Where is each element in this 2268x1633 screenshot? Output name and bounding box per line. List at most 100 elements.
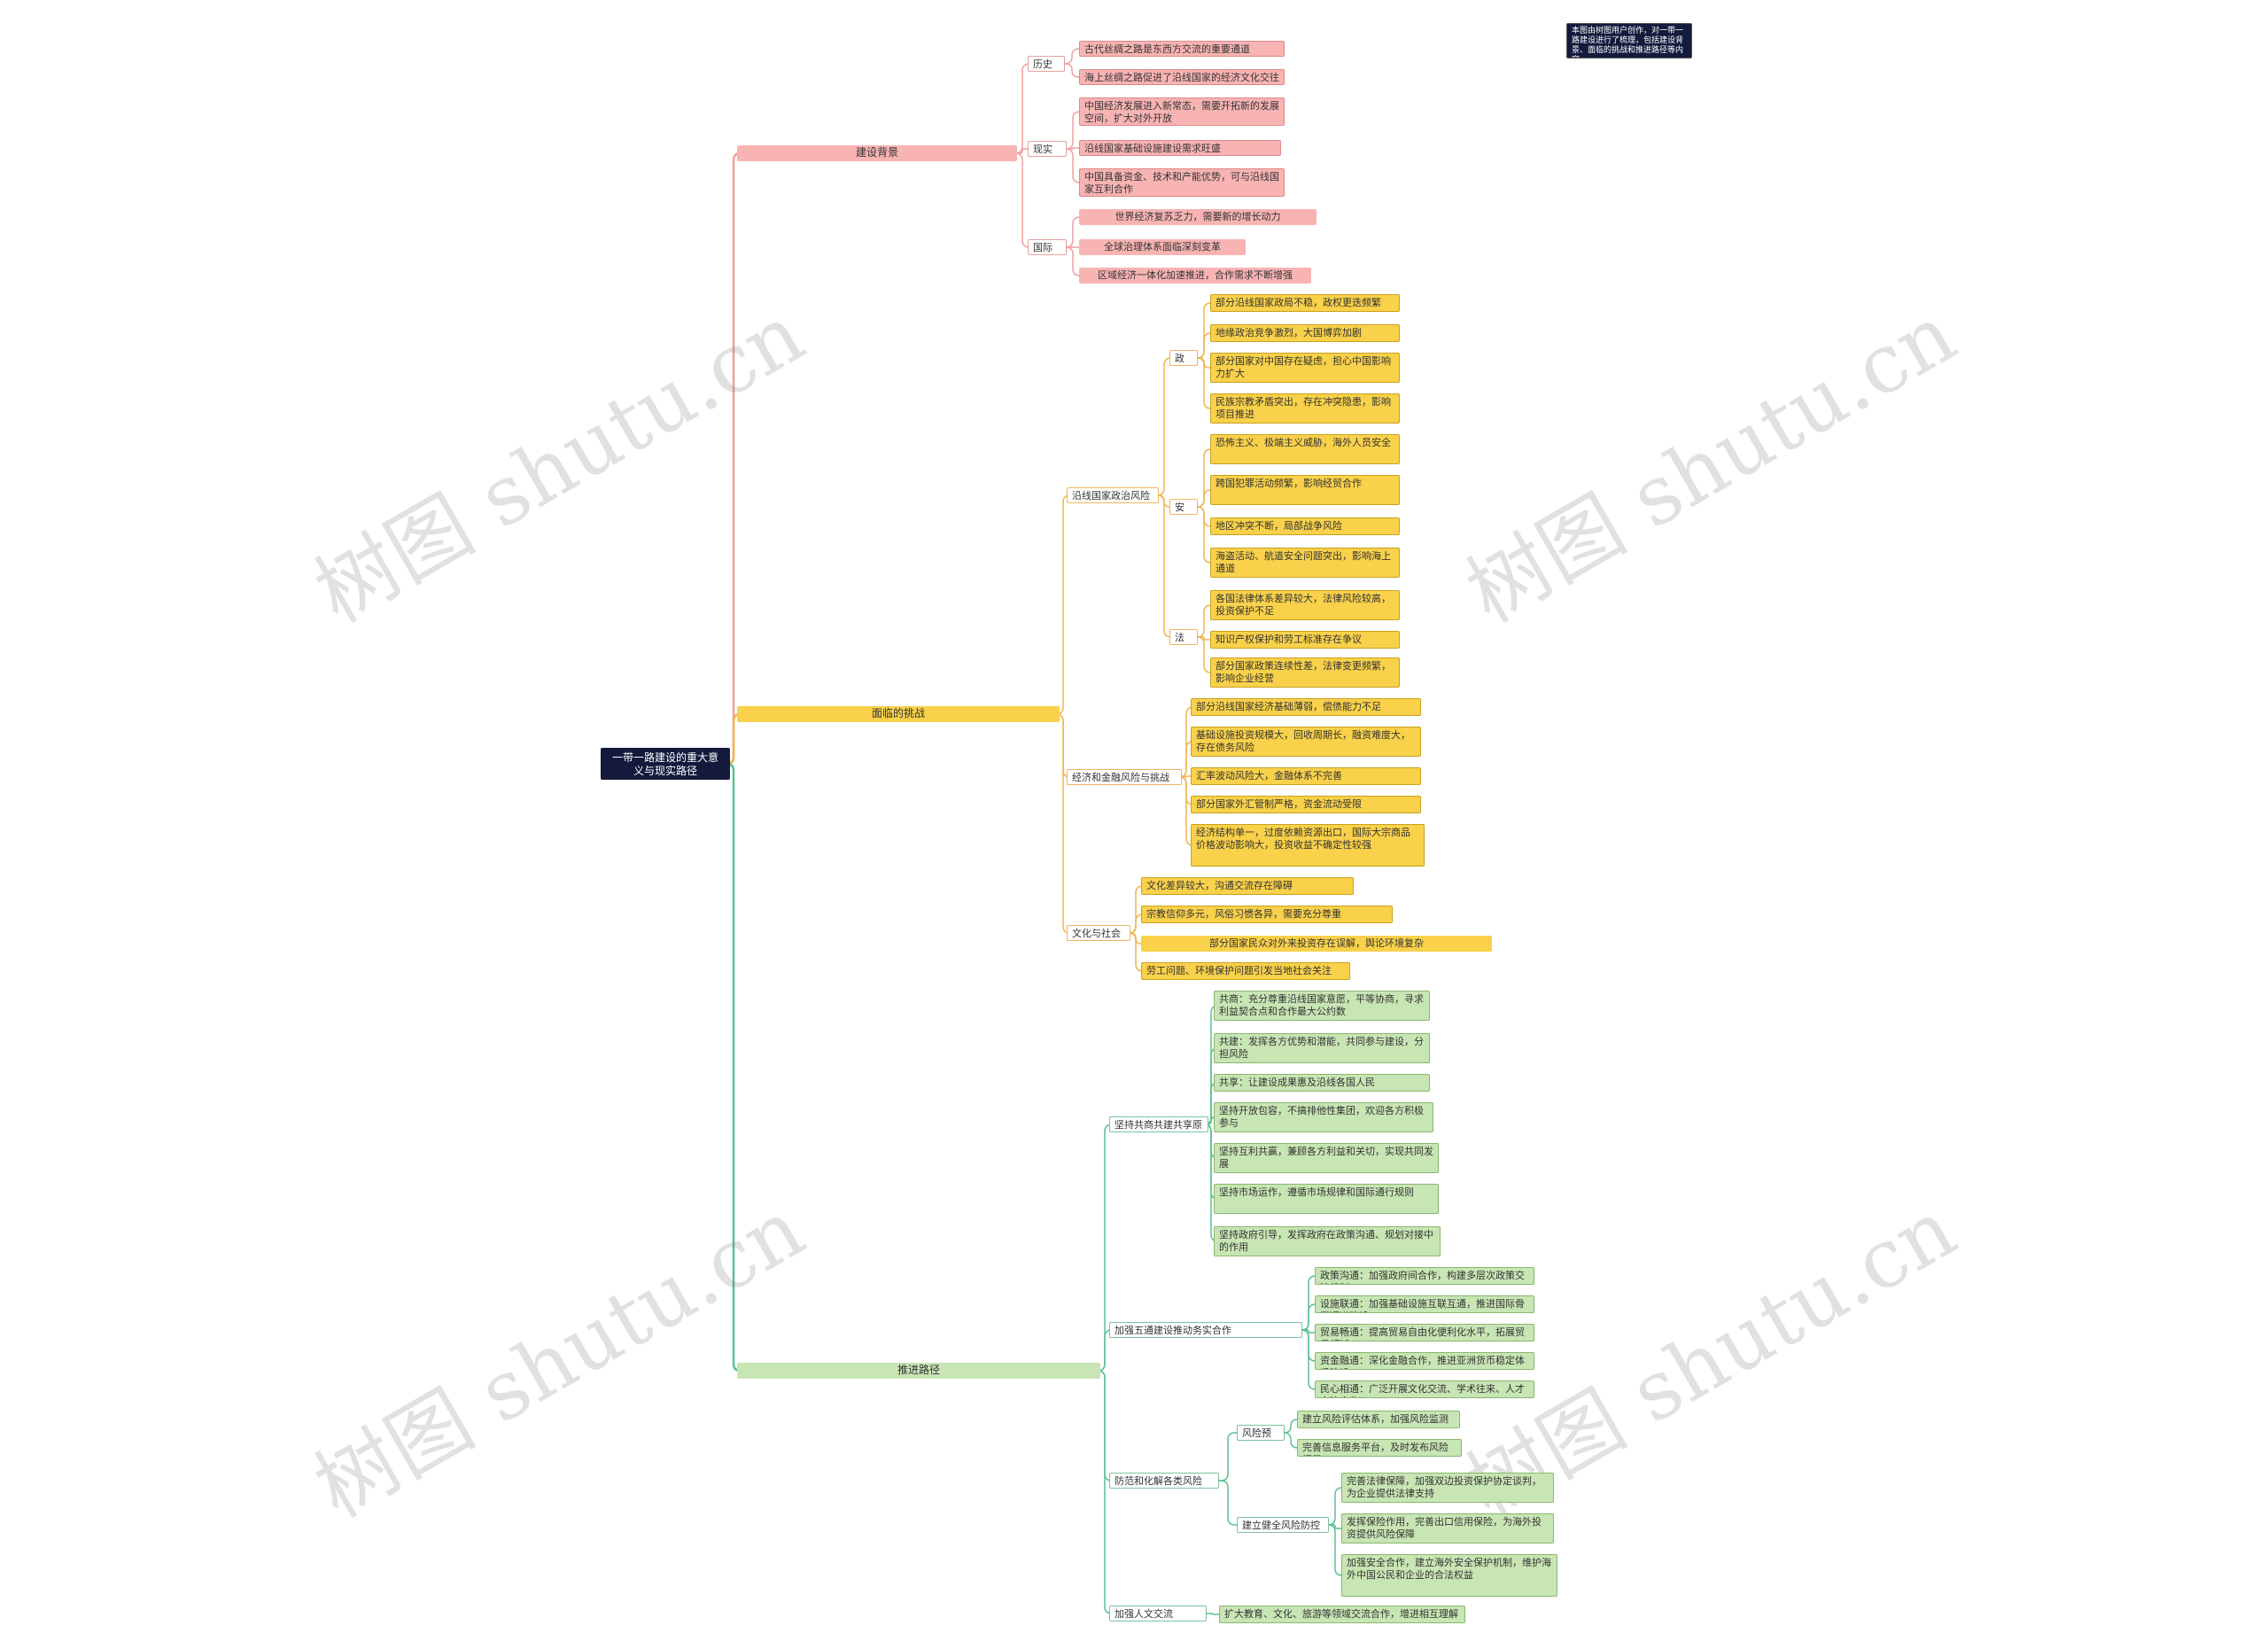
leaf-pa-17[interactable]: 加强安全合作，建立海外安全保护机制，维护海外中国公民和企业的合法权益 xyxy=(1341,1554,1557,1597)
connector-line xyxy=(1196,357,1212,409)
connector-line xyxy=(1284,1419,1298,1434)
leaf-ch-8[interactable]: 海盗活动、航道安全问题突出，影响海上通道 xyxy=(1210,548,1400,578)
leaf-pa-5[interactable]: 坚持互利共赢，兼顾各方利益和关切，实现共同发展 xyxy=(1214,1143,1439,1173)
leaf-pa-12[interactable]: 民心相通：广泛开展文化交流、学术往来、人才交流合作 xyxy=(1315,1380,1534,1398)
leaf-ch-7[interactable]: 地区冲突不断，局部战争风险 xyxy=(1210,517,1400,535)
connector-line xyxy=(1301,1303,1317,1331)
leaf-ch-9[interactable]: 各国法律体系差异较大，法律风险较高，投资保护不足 xyxy=(1210,590,1400,620)
connector-line xyxy=(1283,1432,1299,1449)
root-node[interactable]: 一带一路建设的重大意义与现实路径 xyxy=(601,748,730,780)
leaf-pa-4[interactable]: 坚持开放包容，不搞排他性集团，欢迎各方积极参与 xyxy=(1214,1102,1433,1132)
connector-line xyxy=(1017,148,1028,154)
branch-background[interactable]: 建设背景 xyxy=(737,145,1017,161)
connector-line xyxy=(726,762,742,1372)
leaf-ch-6[interactable]: 跨国犯罪活动频繁，影响经贸合作 xyxy=(1210,475,1400,505)
leaf-ch-13[interactable]: 基础设施投资规模大，回收周期长，融资难度大，存在债务风险 xyxy=(1191,727,1421,757)
leaf-ch-11[interactable]: 部分国家政策连续性差，法律变更频繁，影响企业经营 xyxy=(1210,657,1400,688)
leaf-ch-17[interactable]: 文化差异较大，沟通交流存在障碍 xyxy=(1141,877,1354,895)
leaf-ch-20[interactable]: 劳工问题、环境保护问题引发当地社会关注 xyxy=(1141,962,1350,980)
leaf-pa-13[interactable]: 建立风险评估体系，加强风险监测 xyxy=(1297,1411,1460,1428)
leaf-bg-7[interactable]: 全球治理体系面临深刻变革 xyxy=(1079,239,1246,255)
leaf-ch-5[interactable]: 恐怖主义、极端主义威胁，海外人员安全 xyxy=(1210,434,1400,464)
connector-line xyxy=(1065,246,1081,276)
leaf-bg-2[interactable]: 海上丝绸之路促进了沿线国家的经济文化交往 xyxy=(1079,69,1285,85)
connector-line xyxy=(1219,1432,1237,1481)
sub-history[interactable]: 历史渊源 xyxy=(1028,56,1065,72)
leaf-bg-1[interactable]: 古代丝绸之路是东西方交流的重要通道 xyxy=(1079,41,1285,57)
connector-line xyxy=(1065,111,1081,150)
connector-line xyxy=(1196,332,1212,359)
leaf-ch-2[interactable]: 地缘政治竞争激烈，大国博弈加剧 xyxy=(1210,324,1400,342)
connector-line xyxy=(1301,1329,1317,1390)
connector-line xyxy=(1065,63,1079,78)
connector-line xyxy=(726,152,742,766)
sub-political-risk[interactable]: 沿线国家政治风险 xyxy=(1067,487,1159,503)
leaf-pa-7[interactable]: 坚持政府引导，发挥政府在政策沟通、规划对接中的作用 xyxy=(1214,1226,1441,1256)
leaf-ch-12[interactable]: 部分沿线国家经济基础薄弱，偿债能力不足 xyxy=(1191,698,1421,716)
sub-risk-mechanism[interactable]: 建立健全风险防控机制 xyxy=(1237,1517,1329,1533)
description-note: 本图由树图用户创作，对一带一路建设进行了梳理，包括建设背景、面临的挑战和推进路径… xyxy=(1566,23,1692,58)
sub-risk-warning[interactable]: 风险预警 xyxy=(1237,1425,1285,1441)
branch-challenges[interactable]: 面临的挑战 xyxy=(737,706,1060,722)
leaf-ch-15[interactable]: 部分国家外汇管制严格，资金流动受限 xyxy=(1191,796,1421,813)
connector-line xyxy=(1128,932,1144,972)
connector-line xyxy=(1014,63,1030,154)
leaf-ch-16[interactable]: 经济结构单一，过度依赖资源出口，国际大宗商品价格波动影响大，投资收益不确定性较强 xyxy=(1191,824,1425,867)
connector-line xyxy=(1196,604,1212,638)
sub-intl[interactable]: 国际环境 xyxy=(1028,239,1067,255)
leaf-bg-3[interactable]: 中国经济发展进入新常态，需要开拓新的发展空间，扩大对外开放 xyxy=(1079,97,1285,126)
sub-principles[interactable]: 坚持共商共建共享原则 xyxy=(1109,1116,1208,1132)
leaf-ch-3[interactable]: 部分国家对中国存在疑虑，担心中国影响力扩大 xyxy=(1210,353,1400,383)
sub-five-links[interactable]: 加强五通建设推动务实合作 xyxy=(1109,1322,1302,1338)
sub-people-exchange[interactable]: 加强人文交流 xyxy=(1109,1606,1207,1621)
leaf-bg-5[interactable]: 中国具备资金、技术和产能优势，可与沿线国家互利合作 xyxy=(1079,168,1285,197)
connector-line xyxy=(1327,1524,1343,1576)
sub-culture-risk[interactable]: 文化与社会风险 xyxy=(1067,925,1130,941)
leaf-ch-14[interactable]: 汇率波动风险大，金融体系不完善 xyxy=(1191,767,1421,785)
leaf-pa-14[interactable]: 完善信息服务平台，及时发布风险提示 xyxy=(1297,1439,1462,1457)
connector-line xyxy=(1203,1124,1219,1242)
connector-line xyxy=(1327,1487,1343,1526)
branch-path[interactable]: 推进路径 xyxy=(737,1363,1100,1379)
connector-line xyxy=(1055,713,1071,934)
leaf-pa-6[interactable]: 坚持市场运作，遵循市场规律和国际通行规则 xyxy=(1214,1184,1439,1214)
leaf-ch-19[interactable]: 部分国家民众对外来投资存在误解，舆论环境复杂 xyxy=(1141,936,1492,952)
leaf-pa-3[interactable]: 共享：让建设成果惠及沿线各国人民 xyxy=(1214,1074,1430,1092)
sub-risk-prevention[interactable]: 防范和化解各类风险 xyxy=(1109,1473,1219,1489)
leaf-ch-18[interactable]: 宗教信仰多元，风俗习惯各异，需要充分尊重 xyxy=(1141,906,1393,923)
leaf-ch-1[interactable]: 部分沿线国家政局不稳，政权更迭频繁 xyxy=(1210,294,1400,312)
leaf-pa-9[interactable]: 设施联通：加强基础设施互联互通，推进国际骨干通道建设 xyxy=(1315,1295,1534,1313)
connector-line xyxy=(1065,148,1081,183)
sub-politics[interactable]: 政治 xyxy=(1169,350,1198,366)
leaf-pa-18[interactable]: 扩大教育、文化、旅游等领域交流合作，增进相互理解 xyxy=(1219,1606,1465,1623)
connector-line xyxy=(1196,489,1212,508)
leaf-pa-1[interactable]: 共商：充分尊重沿线国家意愿，平等协商，寻求利益契合点和合作最大公约数 xyxy=(1214,991,1430,1021)
sub-law[interactable]: 法律 xyxy=(1169,629,1198,645)
leaf-bg-8[interactable]: 区域经济一体化加速推进，合作需求不断增强 xyxy=(1079,268,1311,284)
connector-line xyxy=(1302,1329,1315,1334)
leaf-ch-10[interactable]: 知识产权保护和劳工标准存在争议 xyxy=(1210,631,1400,649)
leaf-pa-16[interactable]: 发挥保险作用，完善出口信用保险，为海外投资提供风险保障 xyxy=(1341,1513,1554,1544)
connector-line xyxy=(1067,147,1079,150)
connector-line xyxy=(1097,1329,1113,1372)
leaf-pa-11[interactable]: 资金融通：深化金融合作，推进亚洲货币稳定体系建设 xyxy=(1315,1352,1534,1370)
connector-line xyxy=(1064,48,1080,65)
leaf-bg-4[interactable]: 沿线国家基础设施建设需求旺盛 xyxy=(1079,140,1281,156)
leaf-pa-2[interactable]: 共建：发挥各方优势和潜能，共同参与建设，分担风险 xyxy=(1214,1033,1430,1063)
connector-line xyxy=(1014,152,1030,248)
connector-line xyxy=(1097,1370,1113,1614)
connector-line xyxy=(1055,494,1071,715)
sub-security[interactable]: 安全 xyxy=(1169,499,1198,515)
leaf-bg-6[interactable]: 世界经济复苏乏力，需要新的增长动力 xyxy=(1079,209,1317,225)
connector-line xyxy=(1219,1480,1237,1526)
sub-economic-risk[interactable]: 经济和金融风险与挑战 xyxy=(1067,769,1182,785)
sub-reality[interactable]: 现实基础 xyxy=(1028,141,1067,157)
leaf-pa-8[interactable]: 政策沟通：加强政府间合作，构建多层次政策交流机制 xyxy=(1315,1267,1534,1285)
leaf-ch-4[interactable]: 民族宗教矛盾突出，存在冲突隐患，影响项目推进 xyxy=(1210,393,1400,424)
connector-line xyxy=(1329,1524,1341,1529)
leaf-pa-15[interactable]: 完善法律保障，加强双边投资保护协定谈判，为企业提供法律支持 xyxy=(1341,1473,1554,1503)
connector-line xyxy=(1156,494,1172,638)
leaf-pa-10[interactable]: 贸易畅通：提高贸易自由化便利化水平，拓展贸易领域 xyxy=(1315,1324,1534,1341)
connector-line xyxy=(1196,506,1212,564)
connector-line xyxy=(1207,1116,1216,1125)
